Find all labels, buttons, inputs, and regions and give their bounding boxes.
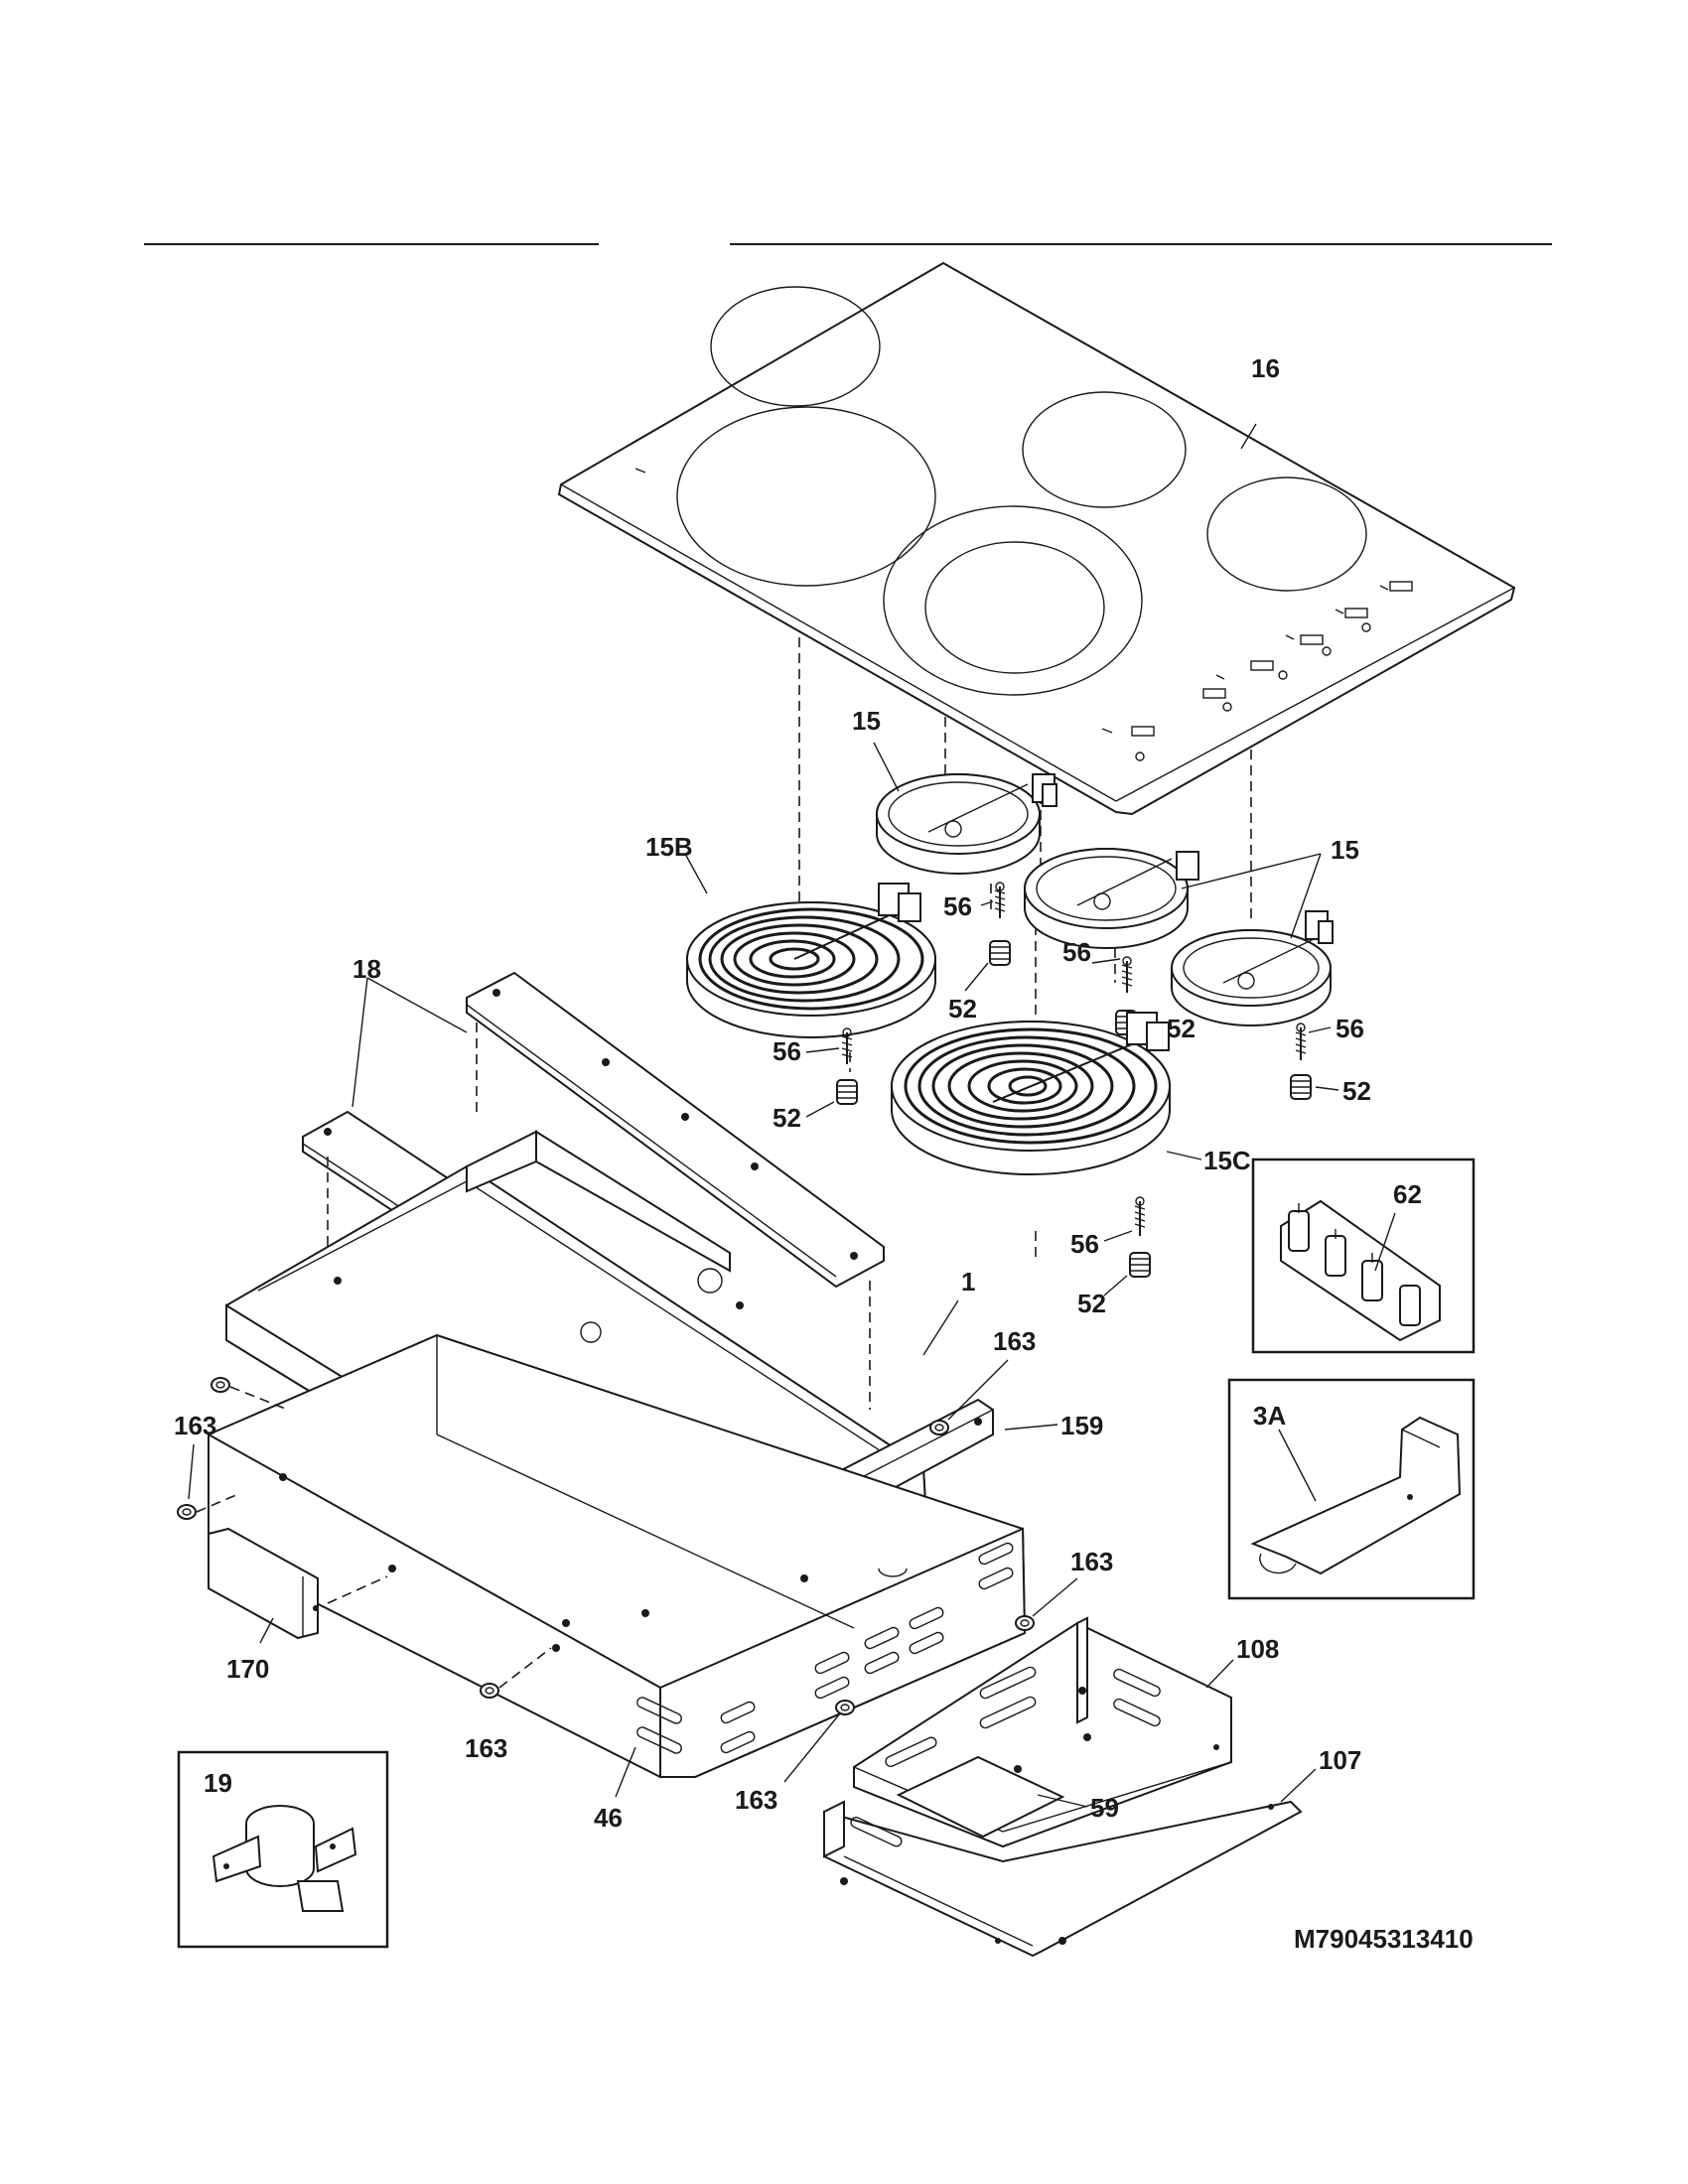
panel-170 [208,1527,319,1640]
callout-108: 108 [1236,1634,1279,1664]
callout-163-e: 163 [735,1785,777,1815]
radiant-element-15-middle [1024,848,1199,949]
bracket-3A [1250,1416,1462,1575]
callout-56-b: 56 [943,891,972,921]
inset-19: 19 [177,1750,389,1949]
insulation-pad-59 [896,1755,1065,1839]
callout-15C: 15C [1203,1146,1251,1175]
callout-16: 16 [1251,353,1280,383]
callout-163-d: 163 [465,1733,507,1763]
callout-19: 19 [204,1768,232,1798]
callout-18: 18 [352,954,381,984]
inset-62: 62 [1251,1158,1476,1354]
callout-107: 107 [1319,1745,1361,1775]
model-code: M79045313410 [1294,1924,1474,1954]
grommet-163-d [1015,1615,1035,1631]
vent-slots [636,1542,1014,1754]
lower-housing-46 [208,1333,1027,1779]
callout-62: 62 [1393,1179,1422,1209]
callout-1: 1 [961,1267,975,1297]
callout-52-c: 52 [1167,1014,1196,1043]
callout-52-a: 52 [773,1103,801,1133]
radiant-element-15B [686,883,936,1038]
callout-56-a: 56 [773,1036,801,1066]
bottom-plate-107 [823,1800,1303,1958]
screw-56-e [1134,1196,1146,1236]
callout-159: 159 [1060,1411,1103,1440]
clip-52-a [836,1079,858,1105]
control-markings [634,468,1413,761]
clip-52-b [989,940,1011,966]
callout-56-e: 56 [1070,1229,1099,1259]
callout-56-d: 56 [1336,1014,1364,1043]
callout-163-b: 163 [993,1326,1036,1356]
callout-56-c: 56 [1062,937,1091,967]
inset-3A: 3A [1227,1378,1476,1600]
radiant-element-15C [891,1012,1171,1175]
callout-163-c: 163 [1070,1547,1113,1576]
clip-52-e [1129,1252,1151,1278]
switch-19 [211,1805,357,1912]
grommet-163-b [177,1504,197,1520]
callout-15-right: 15 [1331,835,1359,865]
glass-cooktop [557,261,1516,816]
terminal-block-62 [1280,1199,1441,1342]
callout-52-e: 52 [1077,1289,1106,1318]
clip-52-d [1290,1074,1312,1100]
grommet-163-f [835,1700,855,1715]
screw-56-b [994,882,1006,918]
radiant-element-15-top [876,773,1057,875]
grommet-163-c [929,1420,949,1435]
grommet-163-a [211,1377,230,1393]
callout-59: 59 [1090,1793,1119,1823]
callout-163-a: 163 [174,1411,216,1440]
callout-170: 170 [226,1654,269,1684]
callout-46: 46 [594,1803,623,1833]
screw-56-c [1121,956,1133,993]
radiant-element-15-right [1171,910,1334,1026]
callout-15-top: 15 [852,706,881,736]
bracket-18-rear [466,971,885,1289]
callout-3A: 3A [1253,1401,1286,1431]
screw-56-d [1295,1023,1307,1060]
callout-15B: 15B [645,832,693,862]
screw-56-a [841,1027,853,1064]
callout-52-d: 52 [1342,1076,1371,1106]
callout-52-b: 52 [948,994,977,1024]
grommet-163-e [480,1683,499,1699]
burner-box-rear-wall [466,1130,731,1294]
